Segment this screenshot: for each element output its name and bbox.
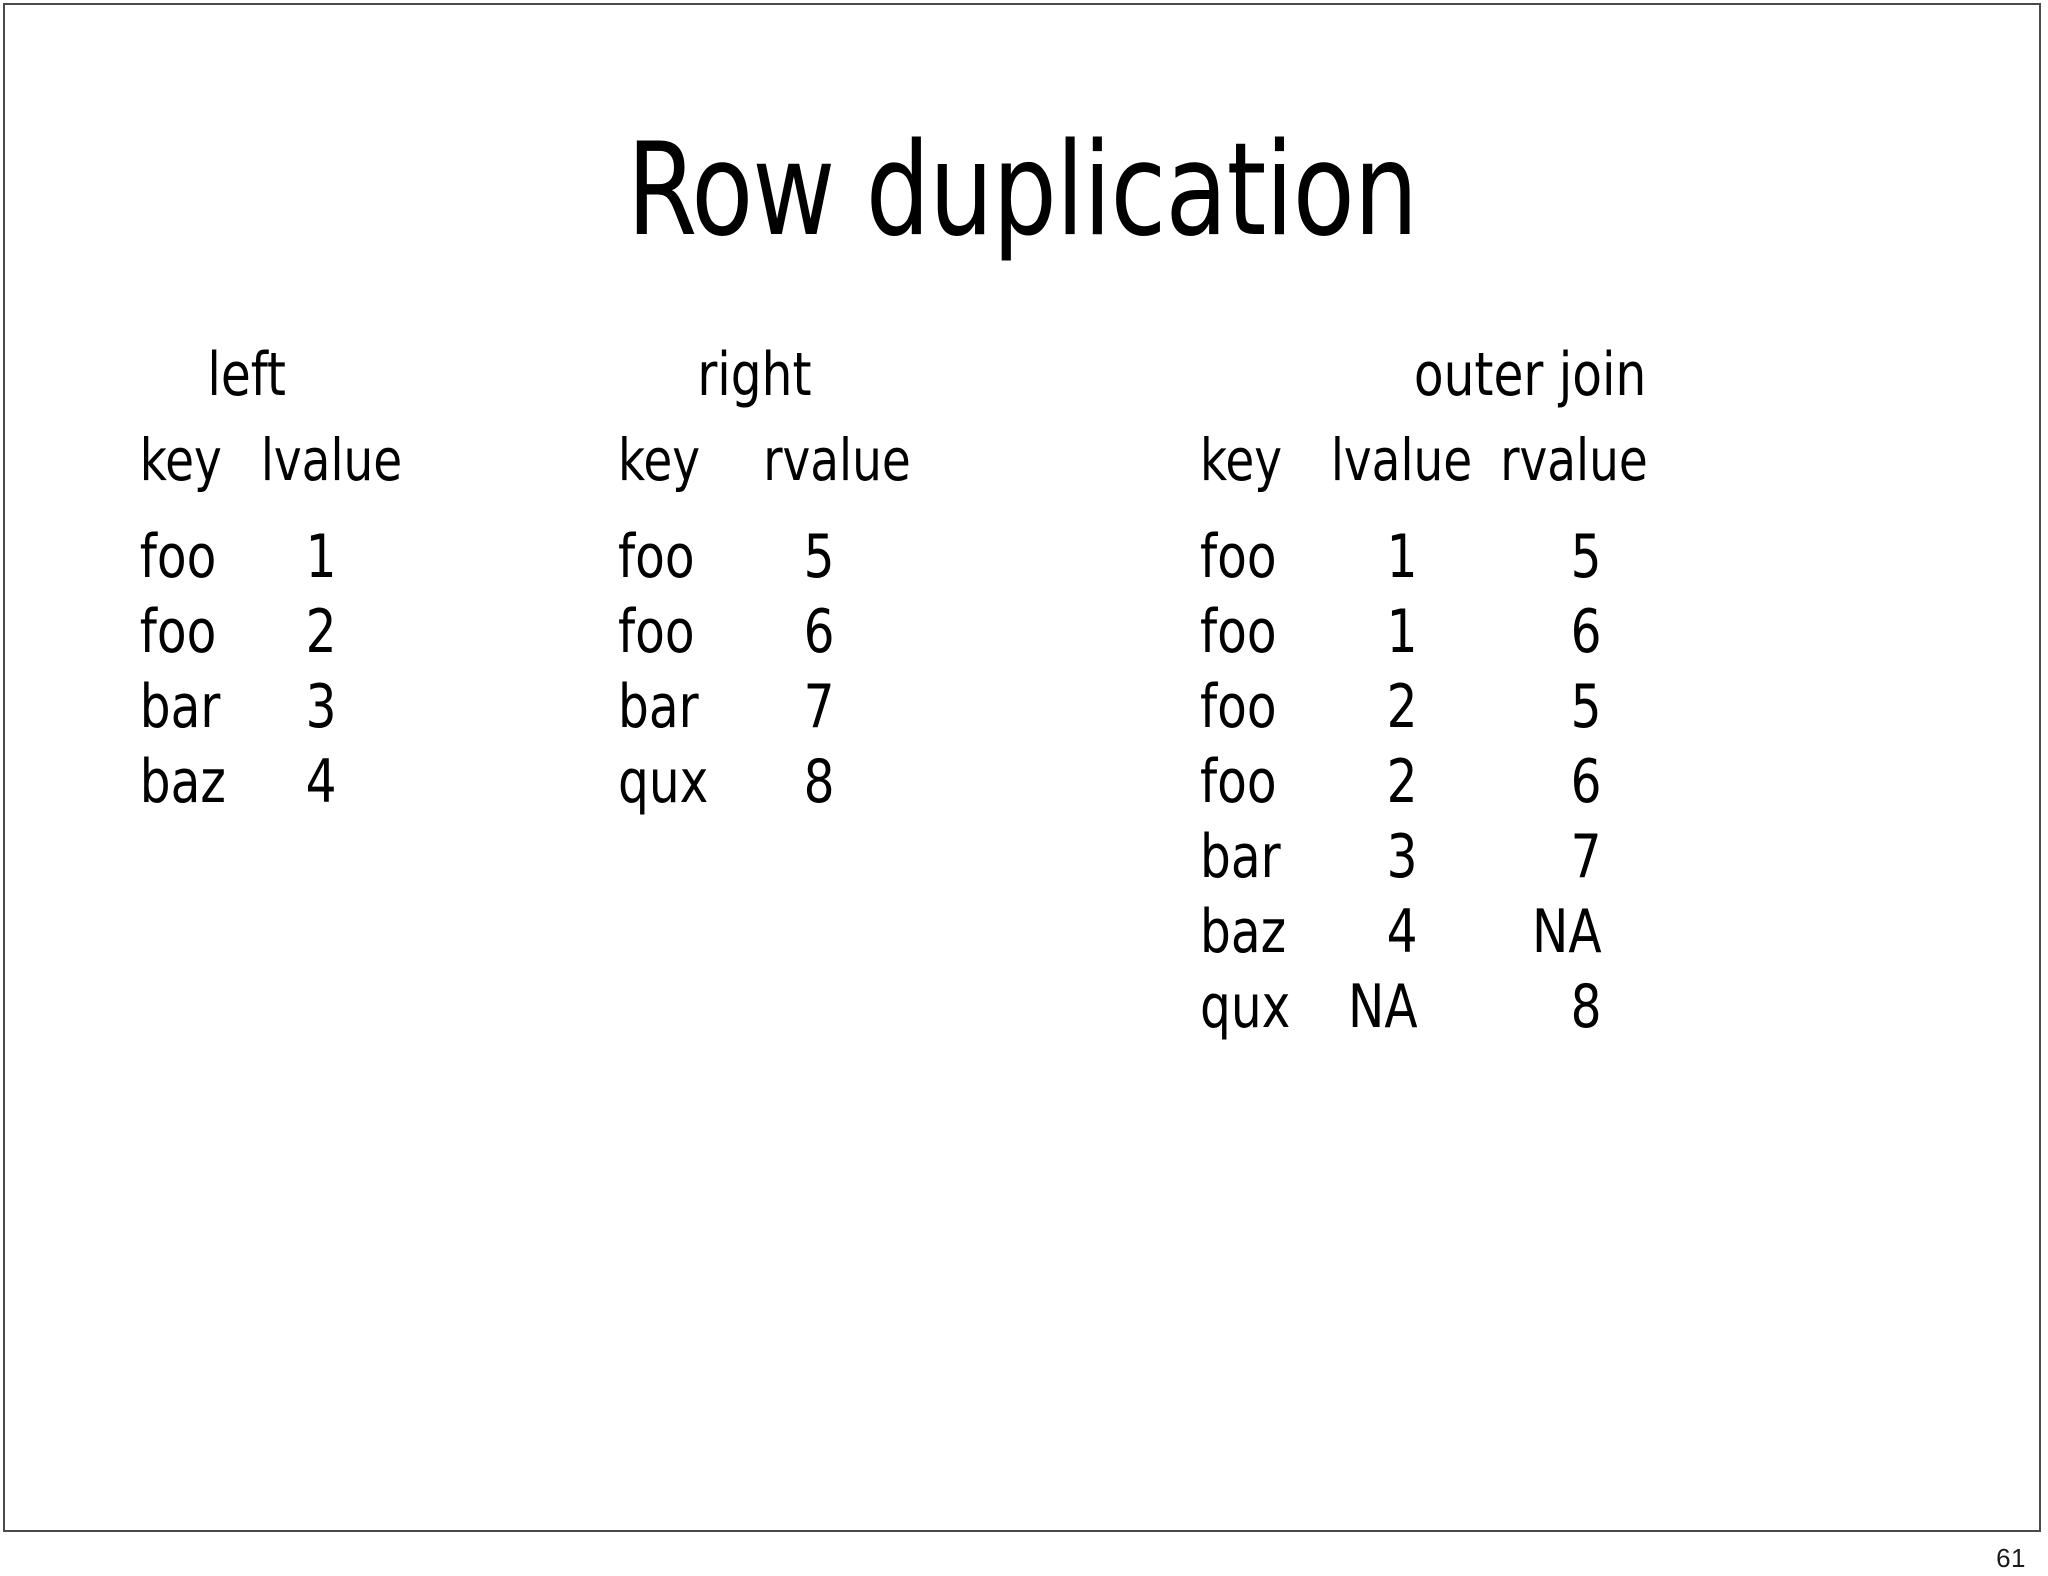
cell-lvalue: 2 <box>1387 747 1419 817</box>
cell-key: foo <box>139 522 217 592</box>
table-row: baz 4 NA <box>1195 902 1656 977</box>
cell-key: qux <box>618 747 709 817</box>
right-table: key rvalue foo 5 foo 6 bar 7 qux <box>613 431 919 827</box>
table-row: foo 1 <box>135 527 410 602</box>
cell-rvalue: 6 <box>804 597 836 667</box>
cell-rvalue: 7 <box>804 672 836 742</box>
left-table: key lvalue foo 1 foo 2 bar 3 baz <box>135 431 410 827</box>
cell-key: foo <box>1200 672 1277 742</box>
page-number: 61 <box>1996 1543 2026 1573</box>
table-row: qux 8 <box>613 752 919 827</box>
table-row: foo 6 <box>613 602 919 677</box>
cell-lvalue: 2 <box>1387 672 1419 742</box>
column-header-lvalue: lvalue <box>260 426 402 494</box>
cell-rvalue: 5 <box>804 522 836 592</box>
column-header-key: key <box>618 426 701 494</box>
table-header-row: key lvalue rvalue <box>1195 431 1656 527</box>
table-row: baz 4 <box>135 752 410 827</box>
cell-key: foo <box>1200 522 1277 592</box>
table-row: qux NA 8 <box>1195 977 1656 1052</box>
table-header-row: key lvalue <box>135 431 410 527</box>
table-row: bar 3 7 <box>1195 827 1656 902</box>
cell-key: foo <box>139 597 217 667</box>
column-header-lvalue: lvalue <box>1331 426 1473 494</box>
cell-lvalue: 1 <box>305 522 337 592</box>
column-header-rvalue: rvalue <box>763 426 912 494</box>
cell-lvalue: 4 <box>305 747 337 817</box>
cell-lvalue: 1 <box>1387 522 1419 592</box>
table-row: bar 7 <box>613 677 919 752</box>
cell-key: foo <box>1200 597 1277 667</box>
cell-key: foo <box>618 522 695 592</box>
column-header-key: key <box>139 426 222 494</box>
outer-join-table: key lvalue rvalue foo 1 5 foo 1 6 foo <box>1195 431 1656 1052</box>
cell-key: baz <box>139 747 226 817</box>
cell-rvalue: NA <box>1532 897 1603 967</box>
cell-lvalue: 4 <box>1387 897 1419 967</box>
outer-join-table-caption: outer join <box>1413 340 1647 410</box>
cell-lvalue: NA <box>1348 972 1419 1042</box>
cell-key: foo <box>1200 747 1277 817</box>
table-row: foo 5 <box>613 527 919 602</box>
table-row: foo 2 <box>135 602 410 677</box>
cell-rvalue: 5 <box>1571 672 1603 742</box>
cell-key: qux <box>1200 972 1291 1042</box>
cell-rvalue: 7 <box>1571 822 1603 892</box>
cell-lvalue: 3 <box>1387 822 1419 892</box>
cell-lvalue: 3 <box>305 672 337 742</box>
cell-key: bar <box>139 672 221 742</box>
table-row: foo 2 6 <box>1195 752 1656 827</box>
cell-rvalue: 6 <box>1571 747 1603 817</box>
table-row: bar 3 <box>135 677 410 752</box>
cell-rvalue: 8 <box>804 747 836 817</box>
table-header-row: key rvalue <box>613 431 919 527</box>
column-header-key: key <box>1200 426 1283 494</box>
cell-key: foo <box>618 597 695 667</box>
cell-rvalue: 6 <box>1571 597 1603 667</box>
table-row: foo 1 6 <box>1195 602 1656 677</box>
table-row: foo 2 5 <box>1195 677 1656 752</box>
cell-key: baz <box>1200 897 1287 967</box>
table-row: foo 1 5 <box>1195 527 1656 602</box>
cell-key: bar <box>1200 822 1281 892</box>
left-table-caption: left <box>207 340 286 410</box>
cell-key: bar <box>618 672 699 742</box>
page-title: Row duplication <box>626 116 1418 265</box>
column-header-rvalue: rvalue <box>1500 426 1649 494</box>
cell-lvalue: 1 <box>1387 597 1419 667</box>
right-table-caption: right <box>697 340 812 410</box>
cell-lvalue: 2 <box>305 597 337 667</box>
cell-rvalue: 5 <box>1571 522 1603 592</box>
slide-canvas: Row duplication left key lvalue foo 1 fo… <box>3 3 2041 1532</box>
cell-rvalue: 8 <box>1571 972 1603 1042</box>
